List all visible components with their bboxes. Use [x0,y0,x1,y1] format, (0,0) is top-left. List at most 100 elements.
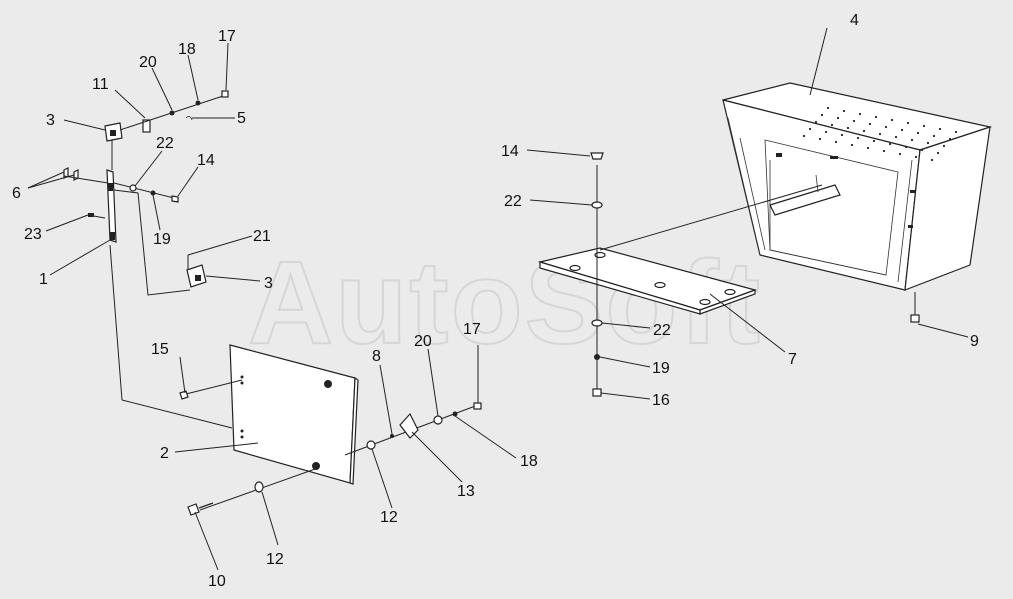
vent-hole [802,134,806,138]
callout-17-right: 17 [463,321,481,338]
nut-part-17-right [473,402,482,410]
vent-hole [906,121,910,125]
pin-part-23 [88,213,94,217]
washer-part-22-lower [591,319,603,327]
bolt-part-10 [187,502,214,516]
callout-3-top: 3 [46,112,55,129]
vent-hole [862,129,866,133]
bolt-part-14-left [171,195,179,203]
leader-lines [27,27,828,571]
callout-5: 5 [237,110,246,127]
washer-part-20-left [169,110,175,116]
vent-hole [916,131,920,135]
pin-part-8 [390,434,394,438]
callout-15: 15 [151,341,169,358]
callout-7: 7 [788,351,797,368]
vent-hole [894,135,898,139]
vent-hole [818,137,822,141]
clip-part-13 [399,412,419,439]
vent-hole [888,142,892,146]
callout-17-top: 17 [218,28,236,45]
vent-hole [834,140,838,144]
callout-13: 13 [457,483,475,500]
washer-part-20-right [433,415,443,425]
callout-19-left: 19 [153,231,171,248]
callout-22-left: 22 [156,135,174,152]
bar-part-1 [106,169,117,243]
vent-hole [926,141,930,145]
callout-16: 16 [652,392,670,409]
vent-hole [930,158,934,162]
callout-9: 9 [970,333,979,350]
vent-hole [938,127,942,131]
callout-19-right: 19 [652,360,670,377]
vent-hole [814,120,818,124]
vent-hole [904,145,908,149]
vent-hole [890,118,894,122]
vent-hole [900,128,904,132]
vent-hole [884,125,888,129]
callout-20-top: 20 [139,54,157,71]
spring-part-5 [185,116,193,121]
vent-hole [840,133,844,137]
vent-hole [866,146,870,150]
vent-hole [808,127,812,131]
vent-hole [878,132,882,136]
vent-hole [858,112,862,116]
nut-part-17-left [221,90,229,98]
vent-hole [936,151,940,155]
vent-hole [836,116,840,120]
washer-part-22-left [129,184,137,192]
nut-part-16 [592,388,602,397]
lock-washer-part-18-right [452,411,458,417]
washer-part-12-left [254,481,264,493]
vent-hole [942,144,946,148]
callout-22-upper: 22 [504,193,522,210]
callout-23: 23 [24,226,42,243]
vent-hole [824,130,828,134]
vent-hole [882,149,886,153]
washer-part-12-right [366,440,376,450]
callout-4: 4 [850,12,859,29]
vent-hole [826,106,830,110]
callout-6: 6 [12,185,21,202]
vent-hole [846,126,850,130]
callout-22-lower: 22 [653,322,671,339]
vent-hole [914,155,918,159]
vent-hole [842,109,846,113]
vent-hole [922,124,926,128]
vent-hole [868,122,872,126]
callout-21: 21 [253,228,271,245]
callout-10: 10 [208,573,226,590]
bracket-part-7 [537,247,757,315]
lock-washer-part-19-left [150,190,156,196]
callout-2: 2 [160,445,169,462]
callout-14-right: 14 [501,143,519,160]
lock-washer-part-18-left [195,100,201,106]
nut-part-9 [910,314,920,323]
vent-hole [874,115,878,119]
vent-hole [820,113,824,117]
vent-hole [948,137,952,141]
vent-hole [910,138,914,142]
lock-washer-part-19 [594,354,600,360]
vent-hole [898,152,902,156]
vent-hole [872,139,876,143]
callout-12-left: 12 [266,551,284,568]
callout-14-left: 14 [197,152,215,169]
vent-hole [954,130,958,134]
callout-11: 11 [92,76,109,93]
screw-part-15 [179,390,189,400]
callout-1: 1 [39,271,48,288]
plate-part-11 [142,119,151,133]
callout-18-top: 18 [178,41,196,58]
vent-hole [852,119,856,123]
bolt-part-14-right [590,152,604,160]
vent-hole [932,134,936,138]
callout-8: 8 [372,348,381,365]
callout-20-right: 20 [414,333,432,350]
callout-18-right: 18 [520,453,538,470]
vent-hole [830,123,834,127]
